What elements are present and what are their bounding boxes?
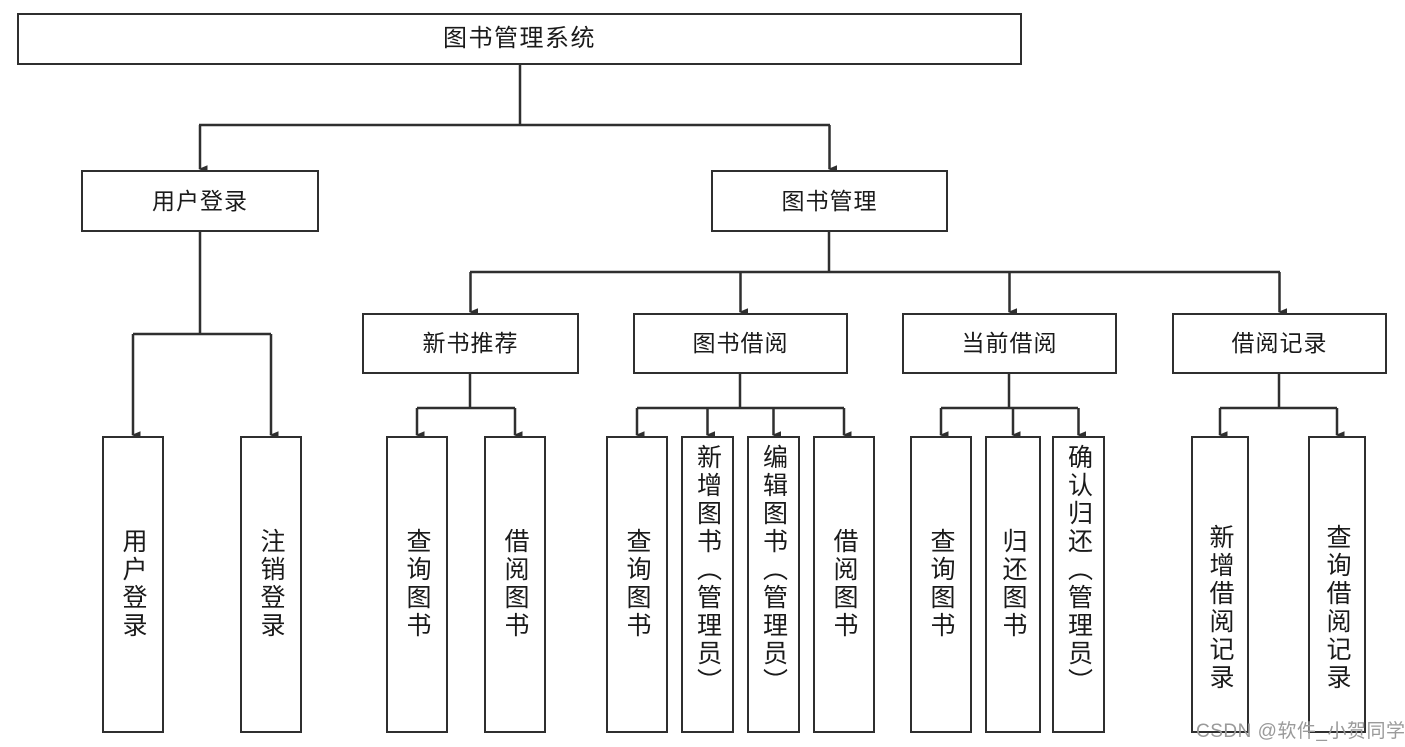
leaf-borrow-book-b-label: 借阅图书 [830, 528, 858, 640]
leaf-confirm-return-label: 确认归还（管理员） [1064, 444, 1093, 696]
leaf-query-book-a-label: 查询图书 [403, 528, 431, 640]
node-borrow-record[interactable]: 借阅记录 [1172, 313, 1387, 374]
leaf-query-borrow-record[interactable]: 查询借阅记录 [1308, 436, 1366, 733]
leaf-query-book-a[interactable]: 查询图书 [386, 436, 448, 733]
leaf-query-book-c[interactable]: 查询图书 [910, 436, 972, 733]
leaf-user-login[interactable]: 用户登录 [102, 436, 164, 733]
node-borrow-record-label: 借阅记录 [1231, 330, 1328, 357]
leaf-return-book[interactable]: 归还图书 [985, 436, 1041, 733]
leaf-return-book-label: 归还图书 [999, 528, 1027, 640]
leaf-add-borrow-record-label: 新增借阅记录 [1206, 524, 1234, 692]
leaf-borrow-book-a-label: 借阅图书 [501, 528, 529, 640]
node-root[interactable]: 图书管理系统 [17, 13, 1022, 65]
node-user-login[interactable]: 用户登录 [81, 170, 319, 232]
leaf-query-book-b-label: 查询图书 [623, 528, 651, 640]
node-book-borrow-label: 图书借阅 [692, 330, 789, 357]
node-book-management[interactable]: 图书管理 [711, 170, 948, 232]
node-new-book-recommend-label: 新书推荐 [422, 330, 519, 357]
leaf-confirm-return[interactable]: 确认归还（管理员） [1052, 436, 1105, 733]
node-root-label: 图书管理系统 [443, 25, 596, 53]
leaf-add-borrow-record[interactable]: 新增借阅记录 [1191, 436, 1249, 733]
node-new-book-recommend[interactable]: 新书推荐 [362, 313, 579, 374]
leaf-logout[interactable]: 注销登录 [240, 436, 302, 733]
node-user-login-label: 用户登录 [152, 187, 248, 214]
leaf-query-borrow-record-label: 查询借阅记录 [1323, 524, 1351, 692]
leaf-edit-book-label: 编辑图书（管理员） [759, 444, 788, 696]
leaf-logout-label: 注销登录 [257, 528, 285, 640]
csdn-watermark: CSDN @软件_小贺同学 [1196, 721, 1405, 742]
leaf-borrow-book-b[interactable]: 借阅图书 [813, 436, 875, 733]
leaf-query-book-b[interactable]: 查询图书 [606, 436, 668, 733]
leaf-borrow-book-a[interactable]: 借阅图书 [484, 436, 546, 733]
node-current-borrow[interactable]: 当前借阅 [902, 313, 1117, 374]
leaf-query-book-c-label: 查询图书 [927, 528, 955, 640]
leaf-add-book-label: 新增图书（管理员） [693, 444, 722, 696]
node-book-management-label: 图书管理 [781, 187, 878, 214]
leaf-edit-book[interactable]: 编辑图书（管理员） [747, 436, 800, 733]
leaf-add-book[interactable]: 新增图书（管理员） [681, 436, 734, 733]
leaf-user-login-label: 用户登录 [119, 528, 147, 640]
node-current-borrow-label: 当前借阅 [961, 330, 1058, 357]
node-book-borrow[interactable]: 图书借阅 [633, 313, 848, 374]
